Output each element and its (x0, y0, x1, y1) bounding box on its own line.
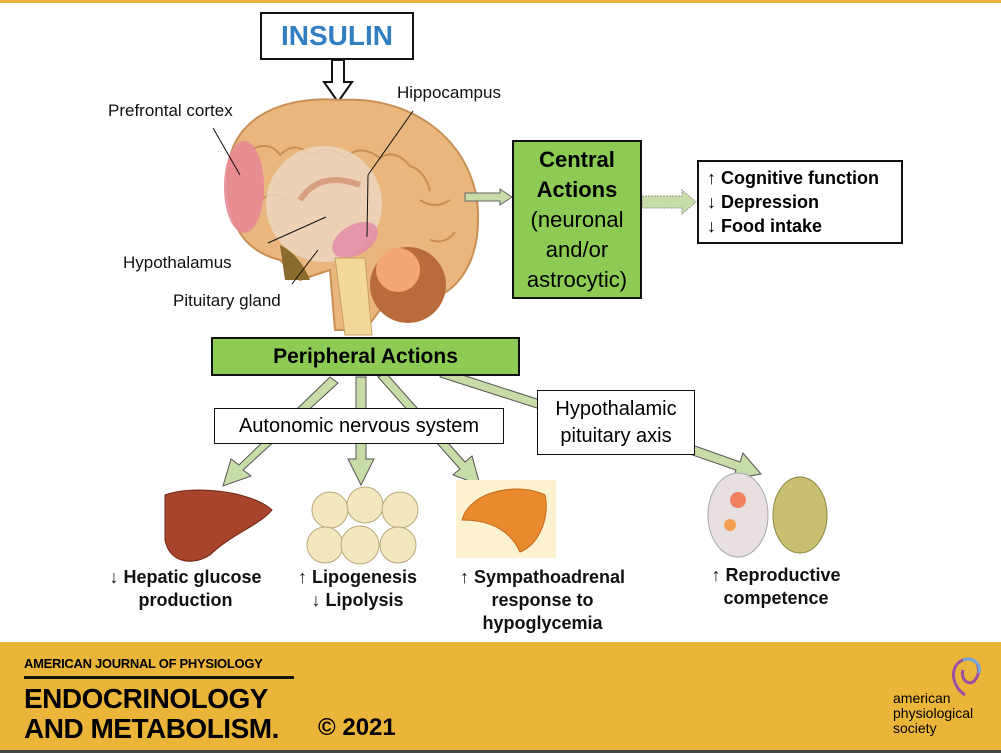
journal-title-line1: ENDOCRINOLOGY (24, 683, 268, 714)
journal-footer (0, 642, 1001, 750)
central-actions-box: Central Actions (neuronal and/or astrocy… (512, 140, 642, 299)
central-line3: (neuronal (530, 206, 624, 232)
outcome-liver-line1: ↓ Hepatic glucose (109, 567, 262, 587)
peripheral-actions-box: Peripheral Actions (211, 337, 520, 376)
copyright: © 2021 (318, 714, 396, 741)
central-line2: Actions (536, 176, 618, 202)
aps-line3: society (893, 720, 937, 736)
label-hypothalamus: Hypothalamus (123, 253, 232, 272)
central-line4: and/or (545, 236, 609, 262)
outcome-repro-line2: competence (723, 588, 829, 608)
effect-cognitive: ↑ Cognitive function (707, 168, 879, 188)
outcome-fat-line2: ↓ Lipolysis (311, 590, 404, 610)
autonomic-nervous-system-box: Autonomic nervous system (214, 408, 504, 444)
footer-bottom-border (0, 750, 1001, 753)
effect-depression: ↓ Depression (707, 192, 820, 212)
journal-series: AMERICAN JOURNAL OF PHYSIOLOGY (24, 656, 263, 671)
outcome-reproductive: ↑ Reproductive competence (700, 564, 852, 610)
outcome-repro-line1: ↑ Reproductive (711, 565, 841, 585)
central-arrow-out (641, 188, 697, 216)
footer-rule (24, 676, 294, 679)
testis-illustration (772, 476, 828, 554)
hypothalamic-pituitary-axis-box: Hypothalamic pituitary axis (537, 390, 695, 455)
journal-title: ENDOCRINOLOGY AND METABOLISM. (24, 684, 279, 744)
top-border (0, 0, 1001, 3)
aps-logo-icon (952, 657, 981, 697)
label-hippocampus: Hippocampus (397, 83, 501, 102)
central-effects-box: ↑ Cognitive function ↓ Depression ↓ Food… (697, 160, 903, 244)
outcome-fat: ↑ Lipogenesis ↓ Lipolysis (285, 566, 430, 612)
fat-cells-illustration (306, 486, 419, 565)
aps-wordmark: american physiological society (893, 691, 973, 736)
outcome-liver-line2: production (138, 590, 233, 610)
ovary-illustration (707, 472, 769, 558)
aps-line1: american (893, 690, 951, 706)
central-line1: Central (539, 146, 615, 172)
central-arrow-in (464, 188, 513, 206)
outcome-fat-line1: ↑ Lipogenesis (297, 567, 418, 587)
insulin-box: INSULIN (260, 12, 414, 60)
diagram-graphics (164, 59, 828, 565)
effect-food-intake: ↓ Food intake (707, 216, 823, 236)
hpa-line2: pituitary axis (560, 424, 672, 447)
outcome-adrenal-line2: response to (491, 590, 594, 610)
journal-title-line2: AND METABOLISM. (24, 713, 279, 744)
aps-line2: physiological (893, 705, 974, 721)
label-pituitary-gland: Pituitary gland (173, 291, 281, 310)
brain-illustration (212, 98, 480, 336)
outcome-adrenal: ↑ Sympathoadrenal response to hypoglycem… (445, 566, 640, 635)
liver-illustration (164, 489, 273, 562)
outcome-adrenal-line3: hypoglycemia (482, 613, 603, 633)
hpa-line1: Hypothalamic (555, 397, 677, 420)
label-prefrontal-cortex: Prefrontal cortex (108, 101, 233, 120)
central-line5: astrocytic) (526, 266, 628, 292)
insulin-arrow (322, 59, 354, 104)
outcome-liver: ↓ Hepatic glucose production (98, 566, 273, 612)
adrenal-illustration (461, 488, 547, 553)
outcome-adrenal-line1: ↑ Sympathoadrenal (459, 567, 626, 587)
